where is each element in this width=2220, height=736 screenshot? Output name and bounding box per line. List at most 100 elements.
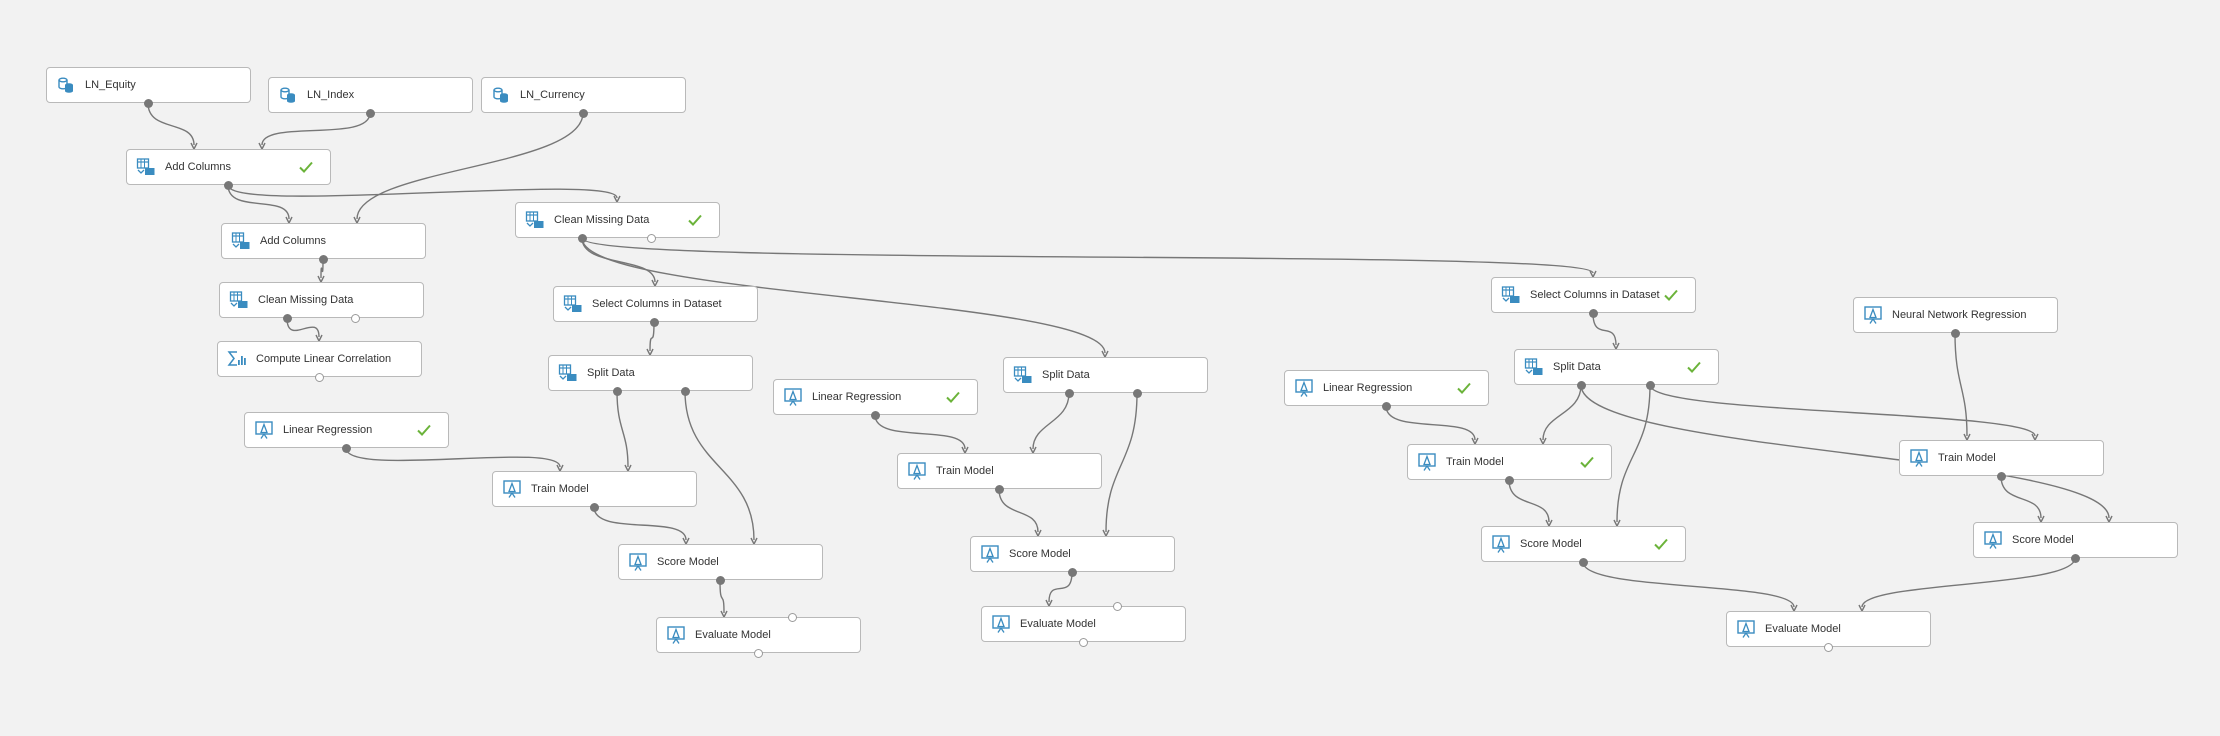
connector-score-4-to-eval-3[interactable] (1861, 557, 2076, 608)
dataset-icon (277, 84, 299, 106)
connector-split-3-to-train-3[interactable] (1542, 384, 1582, 441)
connector-split-3-to-score-3[interactable] (1616, 384, 1651, 523)
module-train-3[interactable]: Train Model (1407, 444, 1612, 480)
module-score-3[interactable]: Score Model (1481, 526, 1686, 562)
output-port[interactable] (282, 313, 292, 323)
output-port[interactable] (223, 180, 233, 190)
connector-clean-missing-1-to-compute-corr[interactable] (286, 317, 320, 338)
output-port[interactable] (365, 108, 375, 118)
connector-linreg-2-to-train-2[interactable] (874, 414, 966, 450)
connector-linreg-3-to-train-3[interactable] (1385, 405, 1476, 441)
output-port[interactable] (578, 108, 588, 118)
module-eval-1[interactable]: Evaluate Model (656, 617, 861, 653)
output-port[interactable] (1950, 328, 1960, 338)
output-port[interactable] (1064, 388, 1074, 398)
output-port[interactable] (1578, 557, 1588, 567)
module-ln-currency[interactable]: LN_Currency (481, 77, 686, 113)
module-linreg-2[interactable]: Linear Regression (773, 379, 978, 415)
module-linreg-1[interactable]: Linear Regression (244, 412, 449, 448)
output-port[interactable] (1504, 475, 1514, 485)
connector-score-1-to-eval-1[interactable] (719, 579, 725, 614)
connector-ln-index-to-add-columns-1[interactable] (261, 112, 371, 146)
output-port-empty[interactable] (1823, 642, 1833, 652)
module-label: LN_Currency (520, 89, 585, 101)
output-port[interactable] (1381, 401, 1391, 411)
module-linreg-3[interactable]: Linear Regression (1284, 370, 1489, 406)
output-port[interactable] (341, 443, 351, 453)
connector-split-1-to-train-1[interactable] (616, 390, 629, 468)
output-port[interactable] (1588, 308, 1598, 318)
output-port[interactable] (318, 254, 328, 264)
module-compute-corr[interactable]: Compute Linear Correlation (217, 341, 422, 377)
module-split-1[interactable]: Split Data (548, 355, 753, 391)
output-port[interactable] (612, 386, 622, 396)
module-split-3[interactable]: Split Data (1514, 349, 1719, 385)
connector-clean-missing-2-to-select-cols-1[interactable] (581, 237, 656, 283)
connector-split-1-to-score-1[interactable] (684, 390, 755, 541)
connector-clean-missing-2-to-select-cols-2[interactable] (581, 237, 1594, 274)
connector-add-columns-1-to-add-columns-2[interactable] (227, 184, 290, 220)
connector-train-2-to-score-2[interactable] (998, 488, 1039, 533)
connector-ln-equity-to-add-columns-1[interactable] (147, 102, 195, 146)
output-port[interactable] (870, 410, 880, 420)
connector-split-2-to-score-2[interactable] (1105, 392, 1138, 533)
output-port[interactable] (1576, 380, 1586, 390)
output-port[interactable] (994, 484, 1004, 494)
model-icon (782, 386, 804, 408)
output-port-empty[interactable] (753, 648, 763, 658)
output-port[interactable] (1996, 471, 2006, 481)
module-train-2[interactable]: Train Model (897, 453, 1102, 489)
connector-score-3-to-eval-3[interactable] (1582, 561, 1795, 608)
connector-score-2-to-eval-2[interactable] (1048, 571, 1073, 603)
module-train-1[interactable]: Train Model (492, 471, 697, 507)
output-port[interactable] (143, 98, 153, 108)
module-add-columns-1[interactable]: Add Columns (126, 149, 331, 185)
output-port[interactable] (649, 317, 659, 327)
module-split-2[interactable]: Split Data (1003, 357, 1208, 393)
module-select-cols-1[interactable]: Select Columns in Dataset (553, 286, 758, 322)
module-train-4[interactable]: Train Model (1899, 440, 2104, 476)
dataset-icon (55, 74, 77, 96)
output-port[interactable] (715, 575, 725, 585)
output-port[interactable] (2070, 553, 2080, 563)
connector-split-3-to-train-4[interactable] (1649, 384, 2036, 437)
module-nn-reg[interactable]: Neural Network Regression (1853, 297, 2058, 333)
output-port-empty[interactable] (314, 372, 324, 382)
connector-linreg-1-to-train-1[interactable] (345, 447, 561, 468)
connector-nn-reg-to-train-4[interactable] (1954, 332, 1968, 437)
output-port[interactable] (680, 386, 690, 396)
output-port-empty[interactable] (350, 313, 360, 323)
module-score-4[interactable]: Score Model (1973, 522, 2178, 558)
output-port[interactable] (1132, 388, 1142, 398)
module-add-columns-2[interactable]: Add Columns (221, 223, 426, 259)
output-port-empty[interactable] (1078, 637, 1088, 647)
module-clean-missing-2[interactable]: Clean Missing Data (515, 202, 720, 238)
input-port-empty[interactable] (1112, 601, 1122, 611)
connector-train-3-to-score-3[interactable] (1508, 479, 1550, 523)
module-ln-index[interactable]: LN_Index (268, 77, 473, 113)
output-port[interactable] (577, 233, 587, 243)
output-port[interactable] (1067, 567, 1077, 577)
transform-icon (524, 209, 546, 231)
connector-train-4-to-score-4[interactable] (2000, 475, 2042, 519)
connector-add-columns-1-to-clean-missing-2[interactable] (227, 184, 618, 199)
module-label: LN_Equity (85, 79, 136, 91)
connector-select-cols-2-to-split-3[interactable] (1592, 312, 1617, 346)
module-score-2[interactable]: Score Model (970, 536, 1175, 572)
transform-icon (562, 293, 584, 315)
output-port[interactable] (1645, 380, 1655, 390)
output-port[interactable] (589, 502, 599, 512)
module-ln-equity[interactable]: LN_Equity (46, 67, 251, 103)
input-port-empty[interactable] (787, 612, 797, 622)
connector-train-1-to-score-1[interactable] (593, 506, 687, 541)
module-score-1[interactable]: Score Model (618, 544, 823, 580)
module-eval-2[interactable]: Evaluate Model (981, 606, 1186, 642)
module-clean-missing-1[interactable]: Clean Missing Data (219, 282, 424, 318)
connector-split-2-to-train-2[interactable] (1032, 392, 1070, 450)
output-port-empty[interactable] (646, 233, 656, 243)
module-select-cols-2[interactable]: Select Columns in Dataset (1491, 277, 1696, 313)
module-label: Score Model (657, 556, 719, 568)
module-label: Compute Linear Correlation (256, 353, 392, 365)
module-eval-3[interactable]: Evaluate Model (1726, 611, 1931, 647)
